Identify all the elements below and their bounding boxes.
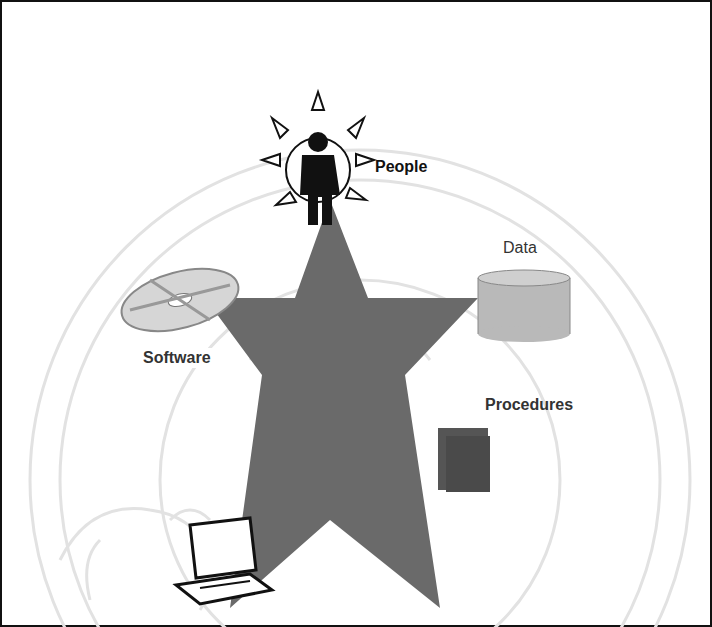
procedures-label: Procedures bbox=[482, 395, 576, 415]
procedures-document-icon bbox=[438, 428, 490, 492]
data-cylinder-icon bbox=[478, 270, 570, 342]
people-label: People bbox=[372, 157, 430, 177]
hardware-laptop-icon bbox=[176, 518, 272, 604]
people-icon bbox=[262, 92, 374, 225]
software-label: Software bbox=[140, 348, 214, 368]
data-label: Data bbox=[500, 238, 540, 258]
hardware-label: Hardware bbox=[288, 560, 367, 580]
watermark-seal bbox=[30, 150, 690, 627]
software-disc-icon bbox=[115, 257, 245, 342]
